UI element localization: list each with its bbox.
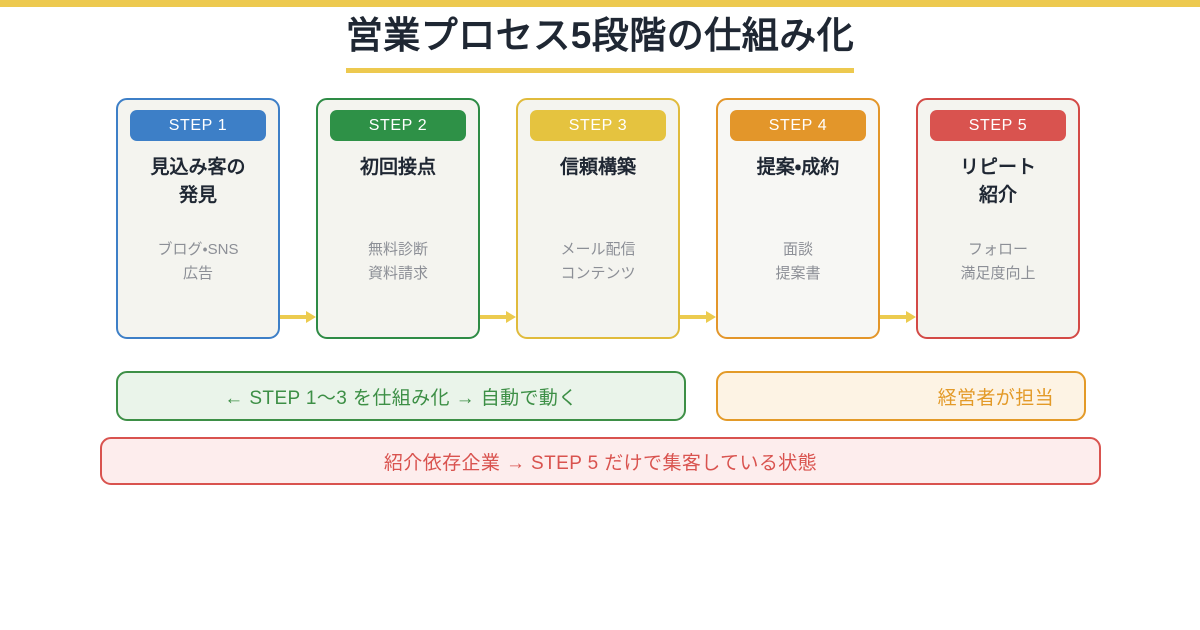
step-desc-3: メール配信 コンテンツ	[560, 241, 636, 282]
step-title-2: 初回接点	[359, 157, 436, 178]
arrow-right-icon-2	[480, 311, 516, 323]
step-badge-5: STEP 5	[930, 110, 1066, 141]
step-badge-2: STEP 2	[330, 110, 466, 141]
arrow-right-icon-4	[880, 311, 916, 323]
step-badge-4: STEP 4	[730, 110, 866, 141]
step-badge-1: STEP 1	[130, 110, 266, 141]
arrow-head	[306, 311, 316, 323]
step-title-1: 見込み客の 発見	[150, 157, 246, 206]
arrow-right-icon-3	[680, 311, 716, 323]
banner-automation-label: ← STEP 1〜3 を仕組み化 → 自動で動く	[224, 387, 578, 409]
step-desc-1: ブログ・SNS 広告	[157, 241, 239, 282]
banner-warning-label: 紹介依存企業 → STEP 5 だけで集客している状態	[383, 452, 818, 474]
step-desc-5: フォロー 満足度向上	[960, 241, 1036, 282]
banner-automation: ← STEP 1〜3 を仕組み化 → 自動で動く	[116, 371, 686, 421]
step-title-5: リピート 紹介	[959, 157, 1036, 206]
top-accent-bar	[0, 0, 1200, 7]
arrow-head	[506, 311, 516, 323]
banner-owner-label: 経営者が担当	[937, 387, 1054, 409]
arrow-right-icon-1	[280, 311, 316, 323]
arrow-head	[906, 311, 916, 323]
arrow-shaft	[680, 315, 708, 319]
arrow-shaft	[880, 315, 908, 319]
step-card-4[interactable]: STEP 4 提案・成約 面談 提案書	[716, 98, 880, 339]
step-card-5[interactable]: STEP 5 リピート 紹介 フォロー 満足度向上	[916, 98, 1080, 339]
step-desc-4: 面談 提案書	[775, 241, 821, 282]
step-desc-2: 無料診断 資料請求	[367, 241, 428, 282]
step-title-3: 信頼構築	[559, 157, 636, 178]
banner-owner: 経営者が担当	[716, 371, 1086, 421]
banner-warning: 紹介依存企業 → STEP 5 だけで集客している状態	[100, 437, 1101, 485]
arrow-shaft	[280, 315, 308, 319]
page-title: 営業プロセス5段階の仕組み化	[0, 13, 1200, 74]
page-title-text: 営業プロセス5段階の仕組み化	[345, 13, 855, 74]
arrow-head	[706, 311, 716, 323]
steps-row: STEP 1 見込み客の 発見 ブログ・SNS 広告 STEP 2 初回接点 無…	[116, 98, 1086, 341]
step-card-3[interactable]: STEP 3 信頼構築 メール配信 コンテンツ	[516, 98, 680, 339]
step-card-2[interactable]: STEP 2 初回接点 無料診断 資料請求	[316, 98, 480, 339]
step-card-1[interactable]: STEP 1 見込み客の 発見 ブログ・SNS 広告	[116, 98, 280, 339]
step-badge-3: STEP 3	[530, 110, 666, 141]
arrow-shaft	[480, 315, 508, 319]
step-title-4: 提案・成約	[756, 157, 840, 178]
